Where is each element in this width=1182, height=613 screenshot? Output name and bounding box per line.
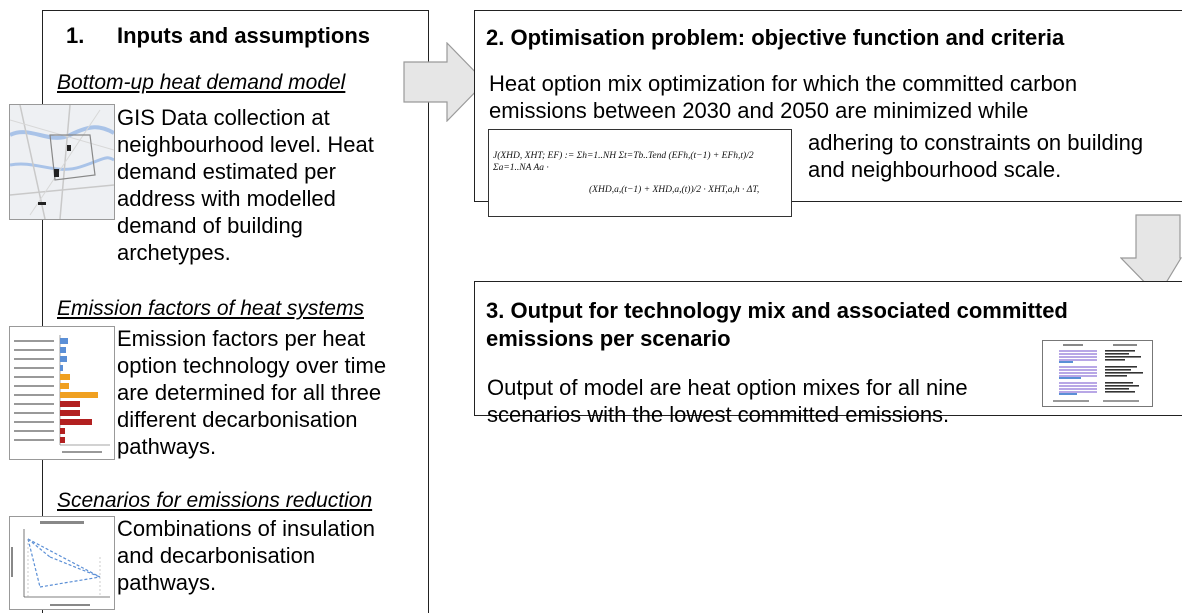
section2-text-full: Heat option mix optimization for which t… bbox=[489, 70, 1179, 124]
section2-line: and neighbourhood scale. bbox=[808, 157, 1062, 182]
heat-demand-model-heading: Bottom-up heat demand model bbox=[57, 71, 346, 94]
section3-text: Output of model are heat option mixes fo… bbox=[487, 374, 1037, 428]
heat-model-line: neighbourhood level. Heat bbox=[117, 132, 374, 157]
section2-title: 2. Optimisation problem: objective funct… bbox=[486, 25, 1065, 50]
section3-title-line: 3. Output for technology mix and associa… bbox=[486, 298, 1068, 323]
section2-line: Heat option mix optimization for which t… bbox=[489, 71, 1078, 96]
heat-model-line: address with modelled bbox=[117, 186, 336, 211]
section3-line: Output of model are heat option mixes fo… bbox=[487, 375, 968, 400]
section3-title: 3. Output for technology mix and associa… bbox=[486, 297, 1068, 353]
insulation-pathways-thumbnail bbox=[9, 516, 115, 610]
arrow-right-icon bbox=[403, 42, 486, 122]
scenarios-line: pathways. bbox=[117, 570, 217, 595]
scenarios-description: Combinations of insulation and decarboni… bbox=[117, 515, 417, 596]
scenarios-heading: Scenarios for emissions reduction bbox=[57, 489, 373, 512]
section2-text-right: adhering to constraints on building and … bbox=[808, 129, 1178, 183]
heat-model-line: demand of building bbox=[117, 213, 303, 238]
emission-line: pathways. bbox=[117, 434, 217, 459]
arrow-down-icon bbox=[1120, 214, 1182, 297]
section3-line: scenarios with the lowest committed emis… bbox=[487, 402, 950, 427]
heat-model-description: GIS Data collection at neighbourhood lev… bbox=[117, 104, 417, 266]
map-thumbnail bbox=[9, 104, 115, 220]
emission-factors-description: Emission factors per heat option technol… bbox=[117, 325, 422, 460]
formula-line-2: (XHD,a,(t−1) + XHD,a,(t))/2 · XHT,a,h · … bbox=[589, 185, 760, 195]
objective-function-formula: J(XHD, XHT; EF) := Σh=1..NH Σt=Tb..Tend … bbox=[488, 129, 792, 217]
output-charts-thumbnail bbox=[1042, 340, 1153, 407]
section3-title-line: emissions per scenario bbox=[486, 326, 731, 351]
section2-line: adhering to constraints on building bbox=[808, 130, 1144, 155]
emission-factors-heading: Emission factors of heat systems bbox=[57, 297, 364, 320]
section2-line: emissions between 2030 and 2050 are mini… bbox=[489, 98, 1029, 123]
emission-line: are determined for all three bbox=[117, 380, 382, 405]
section1-number: 1. bbox=[66, 23, 85, 48]
heat-model-line: archetypes. bbox=[117, 240, 231, 265]
scenarios-line: and decarbonisation bbox=[117, 543, 316, 568]
section1-title: Inputs and assumptions bbox=[117, 23, 371, 48]
heat-model-line: GIS Data collection at bbox=[117, 105, 330, 130]
emission-line: Emission factors per heat bbox=[117, 326, 366, 351]
formula-line-1: J(XHD, XHT; EF) := Σh=1..NH Σt=Tb..Tend … bbox=[493, 151, 754, 173]
emission-line: different decarbonisation bbox=[117, 407, 358, 432]
emission-line: option technology over time bbox=[117, 353, 387, 378]
scenarios-line: Combinations of insulation bbox=[117, 516, 376, 541]
emission-bar-chart-thumbnail bbox=[9, 326, 115, 460]
heat-model-line: demand estimated per bbox=[117, 159, 336, 184]
